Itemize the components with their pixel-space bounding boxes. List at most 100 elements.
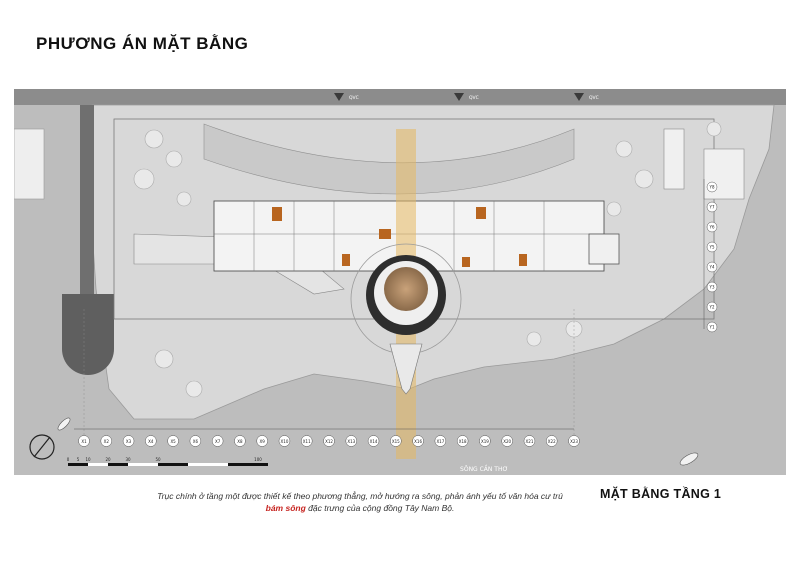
entry-label: QVC <box>589 95 599 101</box>
grid-y-label: Y6 <box>709 225 715 230</box>
grid-y-bubble <box>706 281 718 293</box>
grid-x-bubble <box>545 435 558 447</box>
grid-y-label: Y7 <box>709 205 715 210</box>
grid-x-bubble <box>479 435 491 447</box>
grid-x-bubble <box>434 435 447 447</box>
grid-x-bubble <box>256 435 268 447</box>
entry-label: QVC <box>349 95 359 101</box>
east-annex <box>588 233 620 265</box>
river-label: SÔNG CẦN THƠ <box>460 465 508 473</box>
scale-label: 100 <box>254 457 262 462</box>
caption-emphasis: bám sông <box>265 503 306 513</box>
left-pier <box>62 294 114 375</box>
north-garden <box>203 123 575 195</box>
grid-x-labels: X1 X2 X3 X4 X5 X6 X7 X8 X9 X10 X11 X12 X13 X14 X15 X16 X… <box>78 435 580 447</box>
rotunda-court <box>384 267 428 311</box>
grid-x-label: X3 <box>126 439 132 444</box>
entry-labels: QVC QVC QVC <box>349 95 599 101</box>
grid-x-label: X18 <box>459 439 467 444</box>
scale-label: 0 <box>67 457 70 462</box>
scale-label: 30 <box>125 457 131 462</box>
left-road <box>80 105 94 305</box>
grid-x-label: X2 <box>104 439 110 444</box>
entry-label: QVC <box>469 95 479 101</box>
grid-y-label: Y1 <box>709 325 715 330</box>
grid-x-label: X6 <box>193 439 199 444</box>
grid-x-label: X9 <box>260 439 266 444</box>
grid-x-label: X20 <box>503 439 511 444</box>
grid-x-label: X13 <box>347 439 355 444</box>
grid-x-bubble <box>167 435 179 447</box>
grid-y-bubble <box>706 241 718 253</box>
grid-lines-x <box>83 309 575 439</box>
floor-title: MẶT BẰNG TẦNG 1 <box>600 487 722 501</box>
grid-x-bubble <box>234 435 246 447</box>
grid-x-bubble <box>501 435 513 447</box>
grid-x-bubble <box>122 435 135 447</box>
boat-icon <box>679 452 699 466</box>
grid-y-bubble <box>706 321 718 333</box>
grid-x-label: X1 <box>81 439 87 444</box>
site-plan: QVC QVC QVC X1 X2 X3 X4 X5 X6 X7 X8 X9 X10 X11 X12 X13… <box>14 89 786 475</box>
scale-label: 5 <box>77 457 80 462</box>
grid-x-label: X5 <box>170 439 176 444</box>
grid-x-label: X15 <box>392 439 400 444</box>
grid-x-bubble <box>345 435 358 447</box>
scale-bar <box>68 463 268 466</box>
grid-y-label: Y5 <box>709 245 715 250</box>
grid-y-label: Y2 <box>709 305 715 310</box>
river-pier <box>389 343 423 395</box>
grid-x-bubble <box>300 435 313 447</box>
grid-x-label: X10 <box>281 439 289 444</box>
grid-x-bubble <box>523 435 536 447</box>
grid-x-label: X4 <box>148 439 154 444</box>
grid-y-bubble <box>706 181 718 193</box>
accent-rooms <box>272 207 527 267</box>
caption-line-2: đặc trưng của cộng đồng Tây Nam Bộ. <box>305 503 455 513</box>
grid-x-bubble <box>390 435 402 447</box>
scale-label: 20 <box>105 457 111 462</box>
grid-x-label: X21 <box>526 439 534 444</box>
scale-labels: 0 5 10 20 30 50 100 <box>67 457 263 462</box>
top-road <box>14 89 786 105</box>
grid-y-label: Y8 <box>709 185 715 190</box>
grid-y-bubble <box>706 221 718 233</box>
north-arrow-icon <box>29 434 55 460</box>
grid-x-bubble <box>568 435 580 447</box>
grid-x-bubble <box>278 435 291 447</box>
grid-y-label: Y4 <box>709 265 715 270</box>
grid-x-bubble <box>412 435 424 447</box>
entry-markers <box>334 93 584 101</box>
grid-x-bubble <box>323 435 335 447</box>
grid-x-label: X19 <box>481 439 489 444</box>
left-building <box>14 128 45 200</box>
grid-x-label: X7 <box>215 439 221 444</box>
caption: Trục chính ở tầng một được thiết kế theo… <box>150 490 570 514</box>
grid-x-label: X23 <box>570 439 578 444</box>
grid-x-label: X17 <box>436 439 444 444</box>
grid-x-bubble <box>367 435 380 447</box>
grid-x-label: X12 <box>325 439 333 444</box>
grid-y-bubble <box>706 301 718 313</box>
parking-area <box>663 128 745 200</box>
grid-y-label: Y3 <box>709 285 715 290</box>
grid-y-bubble <box>706 261 718 273</box>
grid-x-bubble <box>189 435 202 447</box>
grid-x-bubble <box>78 435 90 447</box>
grid-x-bubble <box>211 435 224 447</box>
grid-x-label: X8 <box>237 439 243 444</box>
grid-x-bubble <box>100 435 113 447</box>
grid-x-bubble <box>145 435 157 447</box>
grid-x-label: X16 <box>414 439 422 444</box>
grid-y-bubble <box>706 201 718 213</box>
caption-line-1: Trục chính ở tầng một được thiết kế theo… <box>157 491 563 501</box>
scale-label: 50 <box>155 457 161 462</box>
scale-label: 10 <box>85 457 91 462</box>
grid-x-label: X14 <box>370 439 378 444</box>
page-title: PHƯƠNG ÁN MẶT BẰNG <box>36 34 249 53</box>
grid-x-label: X22 <box>548 439 556 444</box>
grid-x-label: X11 <box>303 439 311 444</box>
boat-icon-2 <box>57 417 71 431</box>
trees <box>133 121 722 398</box>
